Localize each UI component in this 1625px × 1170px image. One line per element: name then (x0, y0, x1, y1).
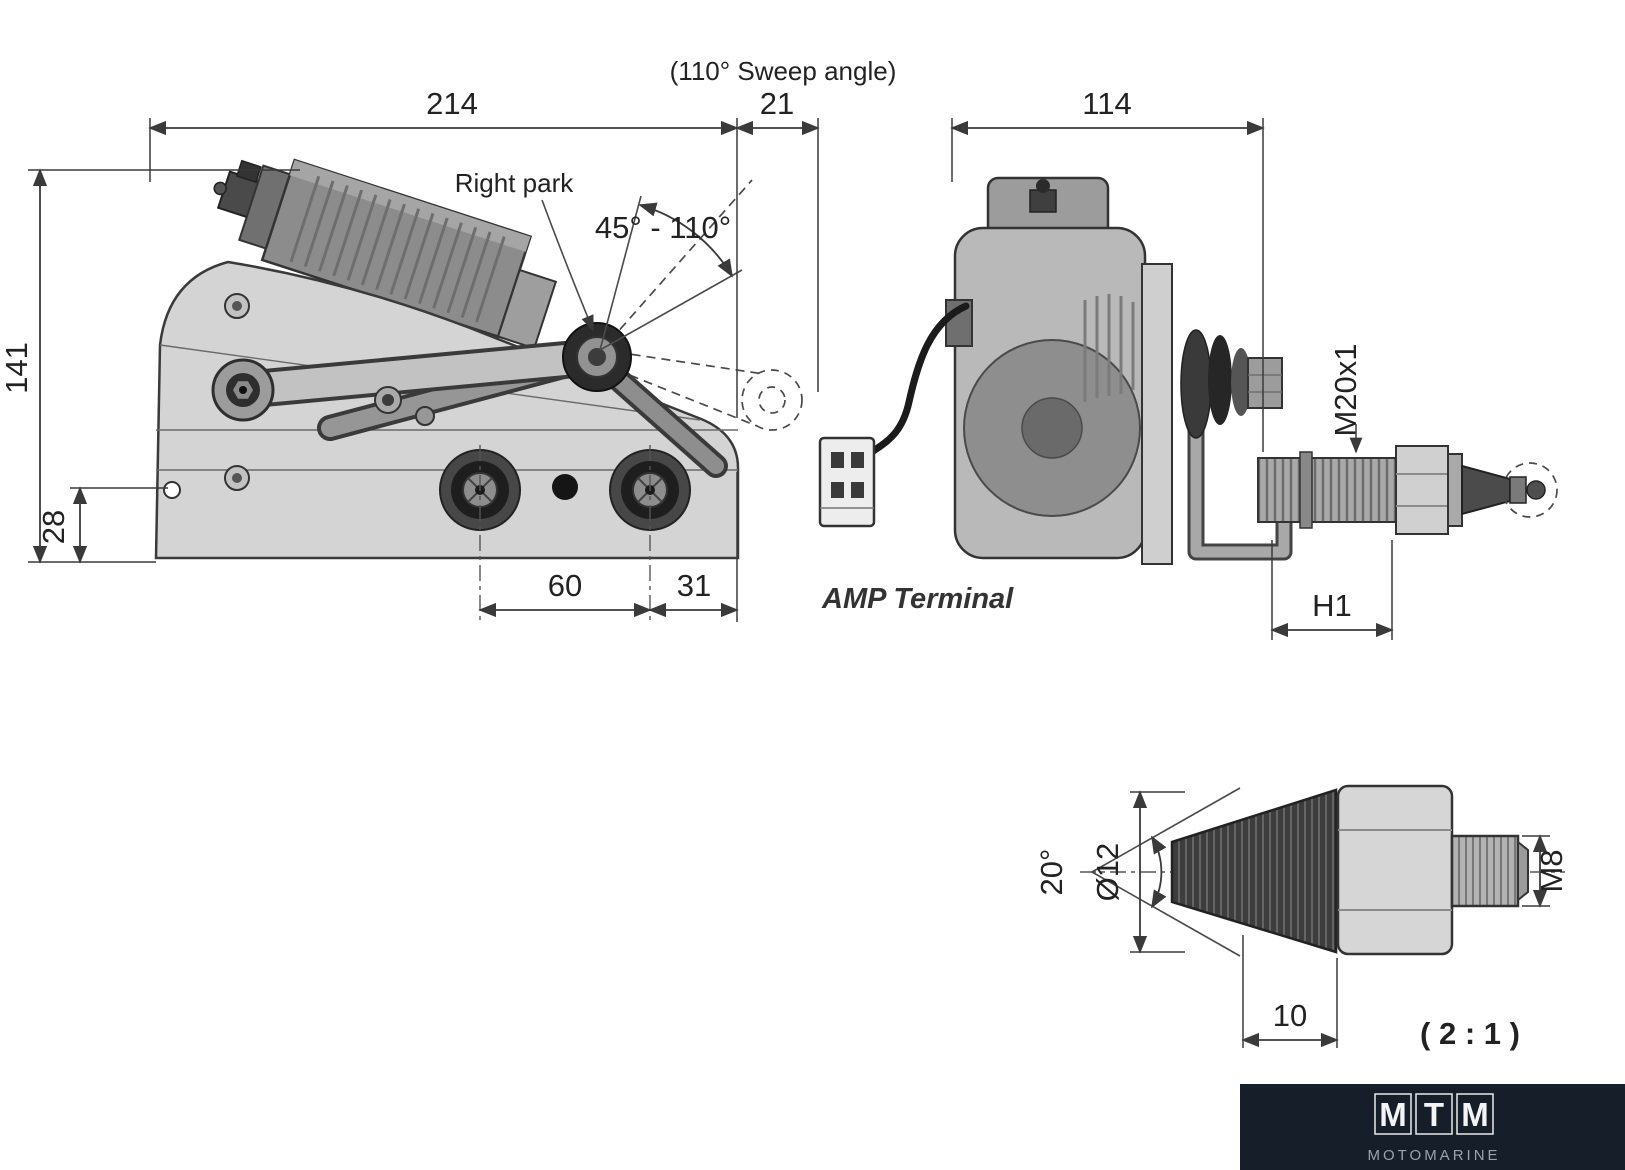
amp-terminal-label: AMP Terminal (821, 583, 1014, 615)
dimension-width-214: 214 (148, 86, 739, 418)
knurled-cone (1170, 788, 1338, 954)
dimension-depth-114: 114 (950, 86, 1265, 452)
dim-60-label: 60 (548, 568, 582, 603)
hex-nut (1336, 784, 1454, 956)
m8-label: M8 (1534, 849, 1569, 892)
brand-logo: M T M MOTOMARINE (1240, 1084, 1625, 1170)
cone-construction (1091, 787, 1241, 957)
sweep-angle-note: (110° Sweep angle) (670, 56, 897, 86)
logo-letter-1: M (1379, 1096, 1407, 1133)
cone-angle-label: 20° (1034, 849, 1069, 896)
thread-callout-m20: M20x1 (1328, 343, 1363, 454)
dimension-m8: M8 (1522, 834, 1569, 908)
logo-letter-2: T (1424, 1096, 1444, 1133)
right-view: 114 M20x1 H1 AMP Terminal (818, 86, 1558, 640)
right-park-label: Right park (455, 168, 574, 198)
m8-stub (1450, 834, 1529, 908)
dimension-height-28: 28 (36, 486, 168, 564)
motor-housing (945, 176, 1147, 560)
dimension-h1: H1 (1270, 540, 1394, 640)
angle-range-label: 45° - 110° (595, 210, 731, 245)
dim-28-label: 28 (36, 510, 71, 544)
dimension-height-141: 141 (0, 168, 300, 564)
dim-10-label: 10 (1273, 998, 1307, 1033)
crank-pivot (562, 322, 632, 392)
dimension-dia12: Ø12 (1090, 790, 1185, 954)
right-park-note: Right park (455, 168, 594, 332)
dim-31-label: 31 (677, 568, 711, 603)
dim-141-label: 141 (0, 342, 34, 394)
dim-214-label: 214 (426, 86, 478, 121)
dimension-width-21: 21 (735, 86, 820, 392)
m20-label: M20x1 (1328, 343, 1363, 436)
logo-background (1240, 1084, 1625, 1170)
sweep-angle-sector: 45° - 110° (595, 195, 743, 351)
mounting-bracket (1141, 263, 1293, 565)
dim-114-label: 114 (1082, 86, 1131, 121)
dimension-10: 10 (1241, 935, 1339, 1048)
clutch-disc-stack (1180, 329, 1283, 439)
left-pivot (211, 358, 275, 422)
dim-21-label: 21 (760, 86, 794, 121)
detail-view: 20° Ø12 M8 10 ( 2 : 1 ) (1034, 784, 1569, 1051)
logo-letter-3: M (1461, 1096, 1489, 1133)
left-view: 45° - 110° Right park (110° Sweep angle)… (0, 56, 896, 622)
screws-and-holes (163, 293, 578, 500)
scale-note: ( 2 : 1 ) (1420, 1016, 1520, 1051)
linkage-arms (224, 338, 728, 478)
wire-and-connector (818, 302, 970, 528)
dimension-bottom-spacing: 60 31 (478, 445, 739, 622)
output-shaft (1257, 445, 1558, 535)
logo-subtitle: MOTOMARINE (1367, 1147, 1500, 1164)
h1-label: H1 (1312, 588, 1352, 623)
dia12-label: Ø12 (1090, 843, 1125, 902)
